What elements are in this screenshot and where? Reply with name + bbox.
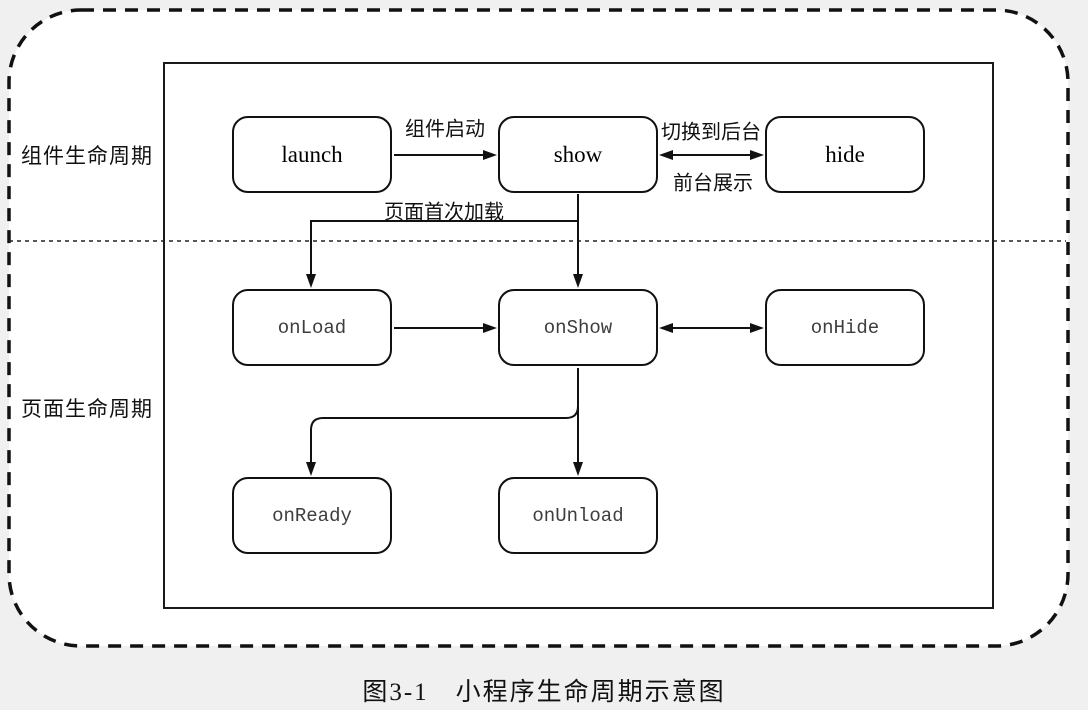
edge-label-page-first-load: 页面首次加载 — [384, 201, 504, 224]
node-onunload: onUnload — [498, 477, 658, 554]
node-onload-label: onLoad — [277, 316, 347, 339]
node-launch-label: launch — [281, 141, 343, 167]
node-show: show — [498, 116, 658, 193]
node-onshow: onShow — [498, 289, 658, 366]
node-onunload-label: onUnload — [532, 504, 624, 527]
node-hide-label: hide — [825, 141, 865, 167]
edge-label-component-start: 组件启动 — [405, 118, 485, 141]
figure-caption: 图3-1 小程序生命周期示意图 — [362, 679, 726, 706]
section-label-component-lifecycle: 组件生命周期 — [21, 144, 153, 168]
node-onshow-label: onShow — [543, 316, 613, 339]
edge-label-foreground-display: 前台展示 — [673, 172, 753, 195]
edge-label-switch-to-background: 切换到后台 — [661, 121, 761, 144]
node-onhide-label: onHide — [810, 316, 880, 339]
node-hide: hide — [765, 116, 925, 193]
node-onload: onLoad — [232, 289, 392, 366]
section-label-page-lifecycle: 页面生命周期 — [21, 397, 153, 421]
node-launch: launch — [232, 116, 392, 193]
node-onready: onReady — [232, 477, 392, 554]
diagram-border-rect — [163, 62, 994, 609]
node-onready-label: onReady — [272, 504, 352, 527]
node-onhide: onHide — [765, 289, 925, 366]
node-show-label: show — [553, 141, 603, 167]
